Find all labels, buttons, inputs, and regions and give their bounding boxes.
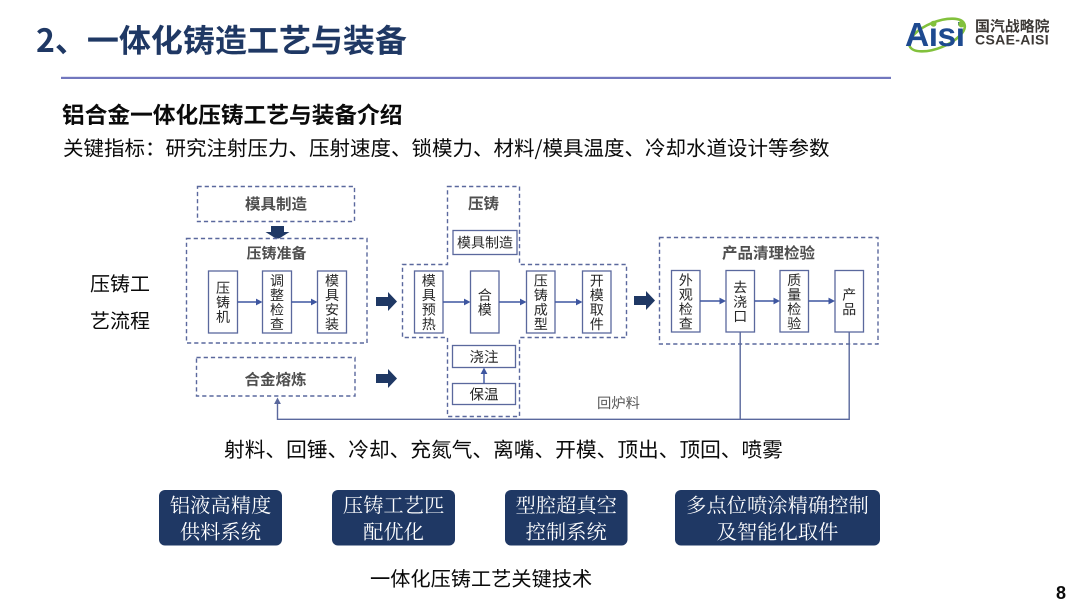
svg-text:8: 8 [1056, 583, 1066, 603]
svg-text:CSAE-AISI: CSAE-AISI [975, 32, 1049, 48]
